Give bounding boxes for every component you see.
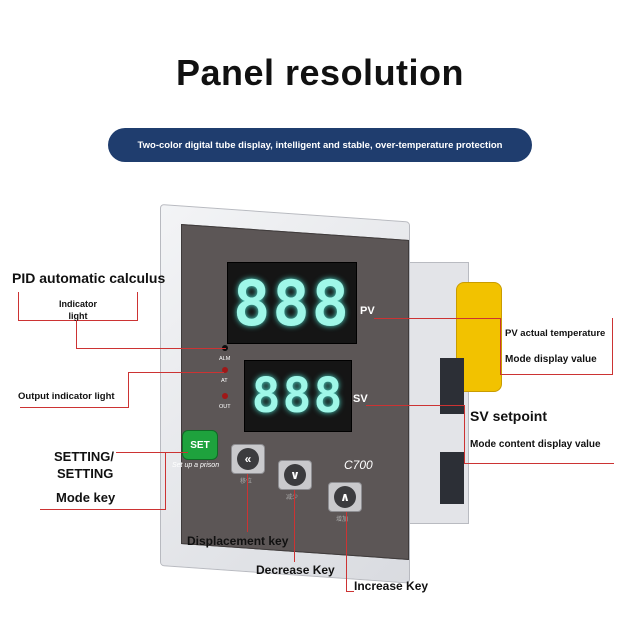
pv-display: 888	[227, 262, 357, 344]
leader-line	[346, 591, 354, 592]
out-led	[222, 393, 228, 399]
alm-label: ALM	[219, 356, 231, 362]
mounting-clip	[440, 452, 464, 504]
leader-line	[247, 474, 248, 532]
pv-tag: PV	[360, 305, 375, 317]
leader-line	[76, 320, 77, 348]
leader-line	[464, 405, 465, 463]
mode-display-label: Mode display value	[505, 354, 597, 365]
decrease-key[interactable]: ∨	[278, 460, 312, 490]
at-label: AT	[221, 378, 228, 384]
model-label: C700	[344, 458, 373, 472]
sv-digits: 888	[251, 368, 345, 424]
setting-label-2: SETTING	[57, 466, 114, 481]
set-key[interactable]: SET	[182, 430, 218, 460]
mode-content-label: Mode content display value	[470, 439, 601, 450]
chevron-up-icon: ∧	[334, 486, 356, 508]
decrease-label: Decrease Key	[256, 563, 335, 577]
leader-line	[500, 318, 501, 374]
increase-key-caption: 增加	[336, 517, 349, 523]
alm-led	[222, 367, 228, 373]
leader-line	[128, 372, 224, 373]
chevron-left-icon: «	[237, 448, 259, 470]
feature-banner: Two-color digital tube display, intellig…	[108, 128, 532, 162]
leader-line	[346, 512, 347, 592]
sv-setpoint-label: SV setpoint	[470, 408, 548, 424]
decrease-key-caption: 减少	[286, 495, 299, 501]
setting-bracket	[40, 452, 166, 510]
pid-bracket	[18, 292, 138, 321]
leader-line	[464, 463, 614, 464]
leader-line	[20, 407, 128, 408]
set-caption: Set up a prison	[172, 462, 220, 469]
increase-label: Increase Key	[354, 579, 429, 593]
leader-line	[76, 348, 226, 349]
leader-line	[128, 372, 129, 408]
mode-key-label: Mode key	[56, 490, 116, 505]
shift-key-caption: 移位	[240, 479, 253, 485]
leader-line	[374, 318, 500, 319]
leader-line	[294, 490, 295, 562]
sv-tag: SV	[353, 393, 368, 405]
pv-bracket	[500, 318, 613, 375]
increase-key[interactable]: ∧	[328, 482, 362, 512]
leader-line	[116, 452, 188, 453]
indicator-label: Indicator light	[58, 299, 97, 321]
chevron-down-icon: ∨	[284, 464, 306, 486]
pid-label: PID automatic calculus	[12, 270, 166, 286]
output-label: Output indicator light	[18, 391, 115, 402]
sv-display: 888	[244, 360, 352, 432]
page-title: Panel resolution	[175, 52, 465, 93]
pv-digits: 888	[233, 266, 351, 340]
displacement-label: Displacement key	[187, 534, 289, 548]
mounting-clip	[440, 358, 464, 414]
leader-line	[366, 405, 464, 406]
setting-label-1: SETTING/	[54, 449, 114, 464]
shift-key[interactable]: «	[231, 444, 265, 474]
pv-actual-label: PV actual temperature	[505, 328, 606, 339]
out-label: OUT	[219, 404, 231, 410]
